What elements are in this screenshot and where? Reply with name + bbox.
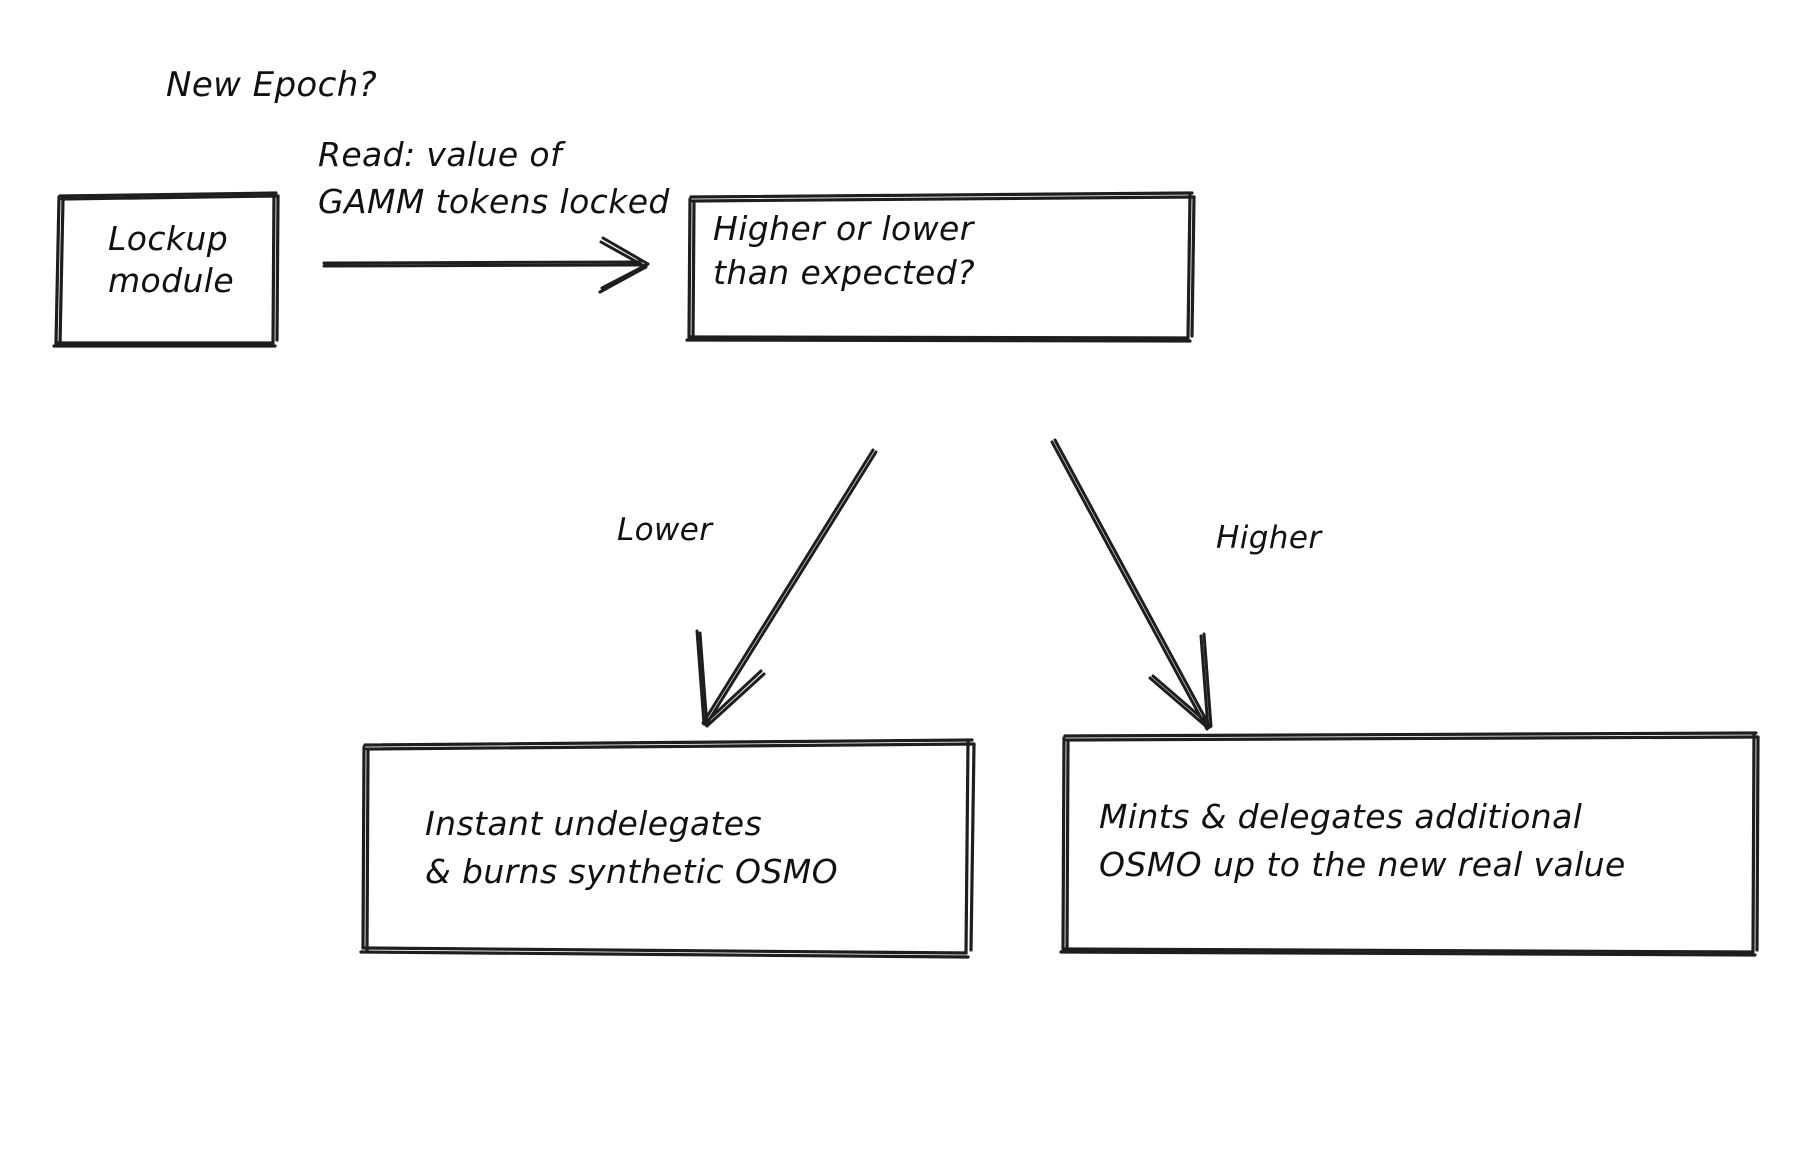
edge-lower-arrow	[695, 448, 878, 728]
edge-higher-label: Higher	[1216, 520, 1322, 556]
node-lockup-module-label-line2: module	[108, 261, 235, 300]
node-decision-label-line1: Higher or lower	[713, 209, 974, 248]
diagram-title: New Epoch?	[166, 65, 378, 105]
node-higher-outcome-label-line1: Mints & delegates additional	[1099, 797, 1583, 836]
edge-read-arrow	[322, 236, 650, 294]
edge-read-label-line2: GAMM tokens locked	[318, 182, 670, 221]
node-higher-outcome[interactable]: Mints & delegates additional OSMO up to …	[1063, 733, 1758, 955]
edge-higher-arrow	[1050, 438, 1213, 731]
node-higher-outcome-label-line2: OSMO up to the new real value	[1099, 845, 1626, 884]
node-decision-label-line2: than expected?	[713, 253, 976, 292]
node-lower-outcome[interactable]: Instant undelegates & burns synthetic OS…	[363, 740, 974, 955]
edge-read-label-line1: Read: value of	[318, 135, 563, 174]
node-decision[interactable]: Higher or lower than expected?	[689, 193, 1194, 341]
node-lockup-module-label-line1: Lockup	[108, 219, 229, 258]
edge-lower-label: Lower	[617, 512, 713, 548]
node-lower-outcome-label-line1: Instant undelegates	[425, 804, 763, 843]
node-lower-outcome-label-line2: & burns synthetic OSMO	[425, 852, 838, 891]
node-lockup-module[interactable]: Lockup module	[60, 193, 278, 346]
